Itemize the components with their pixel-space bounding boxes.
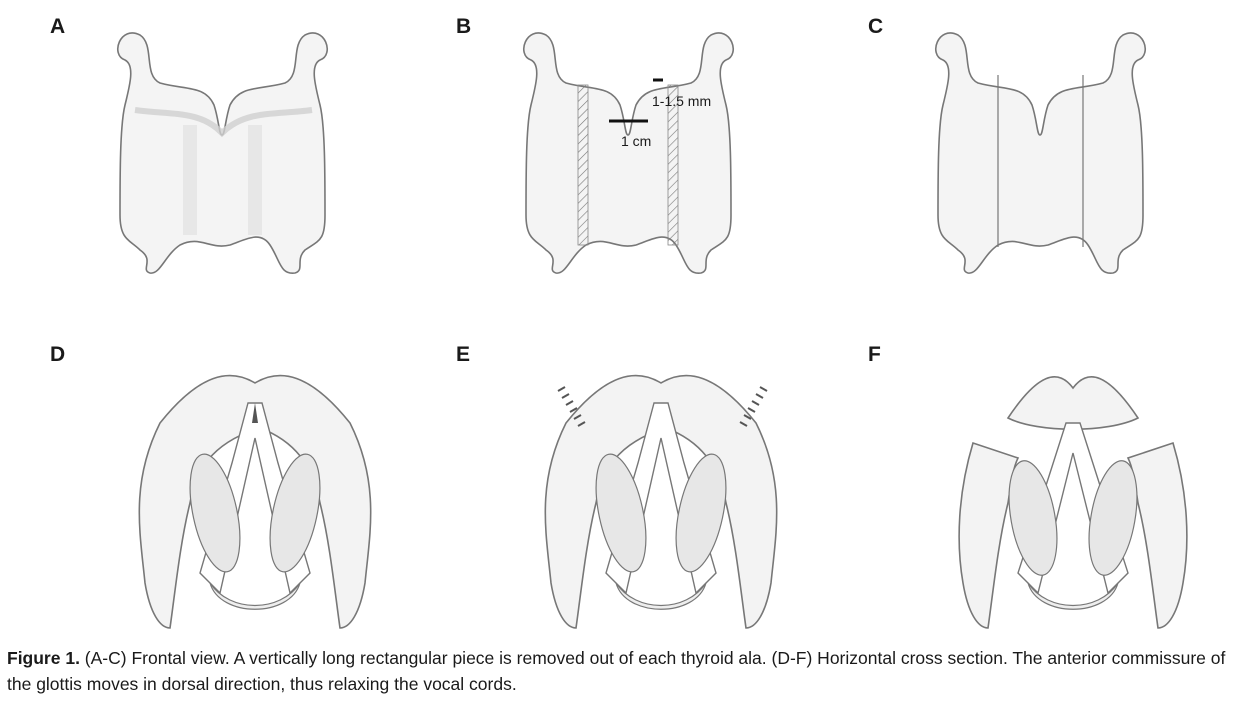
right-cut-strip	[667, 84, 679, 246]
panel-a: A	[50, 15, 450, 315]
panel-label-d: D	[50, 343, 66, 366]
panel-c: C	[868, 15, 1235, 315]
left-cut-hatch	[557, 386, 586, 427]
cross-section-drawing-d	[138, 374, 372, 629]
panel-d: D	[50, 343, 450, 643]
panel-label-e: E	[456, 343, 471, 366]
right-ala-fragment	[1126, 441, 1188, 629]
left-ala-fragment	[958, 441, 1020, 629]
panel-label-b: B	[456, 15, 472, 38]
thyroid-frontal-drawing-b: 1 cm 1-1.5 mm	[522, 32, 735, 274]
figure-caption: Figure 1. (A-C) Frontal view. A vertical…	[7, 645, 1229, 697]
panel-e: E	[456, 343, 856, 643]
panel-label-a: A	[50, 15, 66, 38]
panel-label-c: C	[868, 15, 884, 38]
cross-section-drawing-f	[958, 376, 1188, 629]
cross-section-drawing-e	[544, 374, 778, 629]
figure-caption-text: (A-C) Frontal view. A vertically long re…	[7, 648, 1226, 694]
left-cut-strip	[577, 84, 589, 246]
right-cut-hatch	[739, 386, 768, 427]
figure-caption-lead: Figure 1.	[7, 648, 80, 668]
panel-label-f: F	[868, 343, 881, 366]
panel-f: F	[868, 343, 1235, 643]
width-label: 1 cm	[621, 133, 651, 149]
thyroid-frontal-drawing-a	[116, 32, 329, 274]
anterior-fragment	[1006, 376, 1140, 431]
thyroid-frontal-drawing-c	[934, 32, 1147, 274]
panel-b: B 1 cm 1-1.5 mm	[456, 15, 856, 315]
height-label: 1-1.5 mm	[652, 93, 711, 109]
